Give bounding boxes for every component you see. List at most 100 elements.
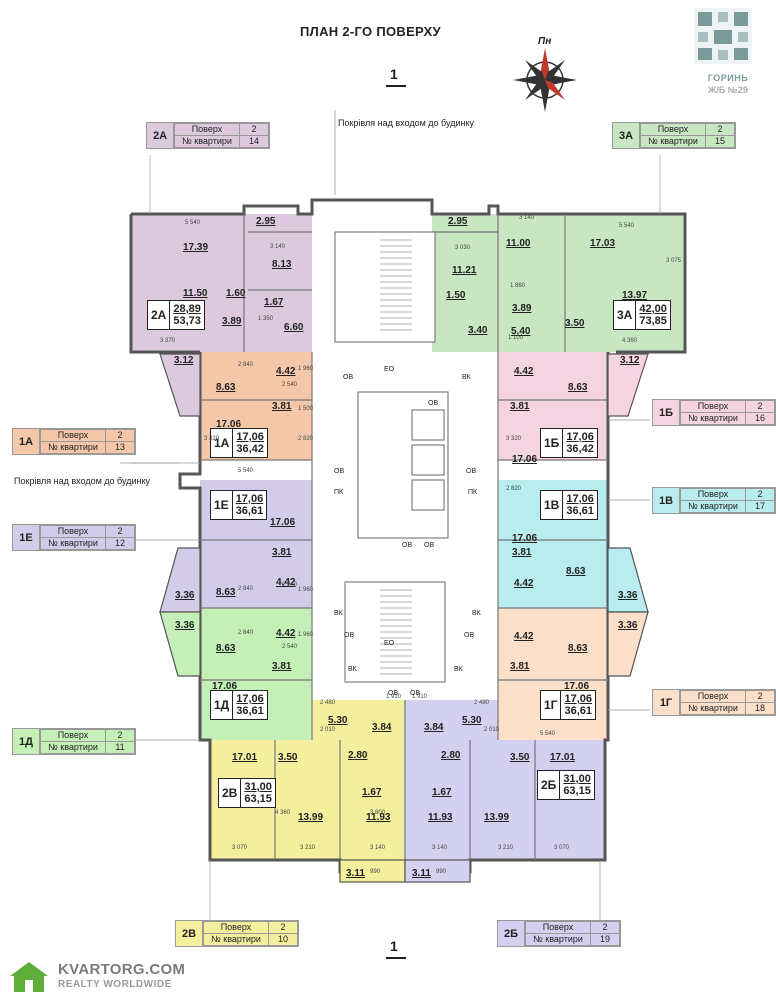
tag-floor-label: Поверх <box>525 921 591 934</box>
room-area: 3.11 <box>412 868 431 879</box>
apartment-fill-2a <box>131 214 244 352</box>
tag-apt-label: № квартири <box>203 933 269 946</box>
room-area: 8.13 <box>272 259 292 270</box>
area-box-code: 3А <box>614 301 637 329</box>
tag-floor-value: 2 <box>590 921 620 934</box>
apartment-fill-2v <box>312 700 405 860</box>
balconies <box>159 353 649 883</box>
tag-apt-number: 16 <box>745 412 775 425</box>
tag-apt-number: 19 <box>590 933 620 946</box>
footer-sub: REALTY WORLDWIDE <box>58 979 172 990</box>
room-area: 5.30 <box>328 715 348 726</box>
service-label-vk: ВК <box>454 666 463 673</box>
tag-apt-label: № квартири <box>40 441 106 454</box>
apartment-tag-code: 1Г <box>653 690 680 715</box>
dimension-label: 1 960 <box>298 587 314 593</box>
room-area: 13.99 <box>484 812 510 823</box>
tag-floor-label: Поверх <box>680 488 746 501</box>
compass-rose <box>513 48 577 112</box>
service-label-eo: ЕО <box>384 366 395 373</box>
living-area: 17,06 <box>566 431 594 443</box>
area-box-code: 2Б <box>538 771 561 799</box>
room-area: 11.93 <box>428 812 453 823</box>
total-area: 63,15 <box>244 793 272 805</box>
logo-sub: Ж/Б №29 <box>708 85 748 95</box>
dimension-label: 4 360 <box>275 810 291 816</box>
room-area: 1.60 <box>226 288 246 299</box>
room-area: 3.81 <box>510 401 530 412</box>
room-area: 3.50 <box>565 318 585 329</box>
room-area: 3.11 <box>346 868 365 879</box>
roof-note-top: Покрівля над входом до будинку <box>338 118 474 128</box>
apartment-tag-code: 1Д <box>13 729 40 754</box>
tag-floor-label: Поверх <box>640 123 706 136</box>
room-area: 3.84 <box>424 722 444 733</box>
room-area: 11.21 <box>452 265 477 276</box>
apartment-tag-code: 2А <box>147 123 174 148</box>
dimension-label: 1 910 <box>412 694 428 700</box>
room-area: 17.06 <box>212 681 238 692</box>
dimension-label: 1 960 <box>298 632 314 638</box>
room-area: 17.01 <box>550 752 576 763</box>
dimension-label: 2 540 <box>282 382 298 388</box>
tag-apt-label: № квартири <box>680 500 746 513</box>
room-area: 8.63 <box>568 643 588 654</box>
footer-brand: KVARTORG.COM <box>58 961 186 978</box>
room-area: 1.67 <box>362 787 382 798</box>
section-mark-top: 1 <box>390 66 398 82</box>
dimension-label: 2 540 <box>282 644 298 650</box>
room-area: 3.81 <box>272 547 292 558</box>
tag-floor-label: Поверх <box>680 400 746 413</box>
service-label-pk: ПК <box>334 489 344 496</box>
room-area: 3.84 <box>372 722 392 733</box>
apartment-fill-2b <box>405 700 498 860</box>
service-label-ov: ОВ <box>343 374 354 381</box>
dimension-label: 3 800 <box>370 810 386 816</box>
dimension-label: 3 370 <box>160 338 176 344</box>
service-label-vk: ВК <box>348 666 357 673</box>
room-area: 8.63 <box>216 382 236 393</box>
dimension-label: 3 075 <box>666 258 682 264</box>
room-area: 4.42 <box>276 366 296 377</box>
room-area: 1.67 <box>432 787 452 798</box>
section-mark-bottom: 1 <box>390 938 398 954</box>
room-area: 6.60 <box>284 322 304 333</box>
room-area: 4.42 <box>514 366 534 377</box>
living-area: 17,06 <box>236 693 264 705</box>
living-area: 28,89 <box>173 303 201 315</box>
living-area: 17,06 <box>236 431 264 443</box>
room-area: 8.63 <box>216 643 236 654</box>
apartment-tag-code: 1Б <box>653 400 680 425</box>
room-area: 17.01 <box>232 752 258 763</box>
service-label-ov: ОВ <box>410 690 421 697</box>
room-area: 8.63 <box>566 566 586 577</box>
north-label: Пн <box>538 36 552 47</box>
living-area: 42,00 <box>639 303 667 315</box>
room-area: 4.42 <box>276 577 296 588</box>
total-area: 36,61 <box>564 705 593 717</box>
room-area: 8.63 <box>568 382 588 393</box>
room-area: 11.50 <box>183 288 208 299</box>
room-area: 4.42 <box>514 631 534 642</box>
house-icon <box>10 962 48 992</box>
room-area: 3.12 <box>174 355 194 366</box>
dimension-label: 3 140 <box>270 244 286 250</box>
area-box-code: 1А <box>211 429 234 457</box>
area-box-code: 2А <box>148 301 171 329</box>
dimension-label: 1 910 <box>386 694 402 700</box>
stair-treads <box>380 239 412 675</box>
total-area: 36,61 <box>235 505 264 517</box>
dimension-label: 1 960 <box>298 366 314 372</box>
tag-apt-number: 15 <box>705 135 735 148</box>
room-area: 3.12 <box>620 355 640 366</box>
apartment-tag-code: 2В <box>176 921 203 946</box>
